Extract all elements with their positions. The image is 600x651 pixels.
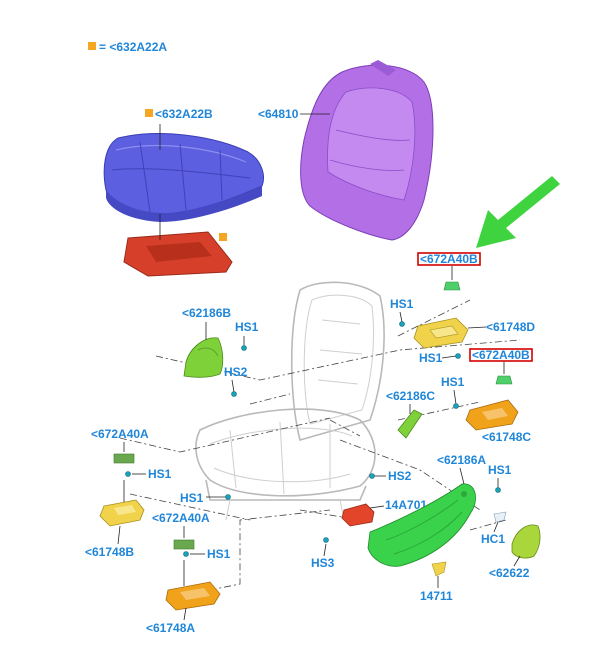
screw-hs2-a[interactable]	[231, 391, 237, 397]
tab-left-lower-label[interactable]: <672A40A	[152, 511, 210, 525]
screw-hs1-right-b[interactable]	[453, 403, 459, 409]
screw-hs1-far-right[interactable]	[495, 487, 501, 493]
cover-b-part[interactable]	[183, 337, 224, 378]
back-trim-label-group: <64810	[258, 107, 330, 121]
bracket-a-label[interactable]: <61748A	[146, 621, 195, 635]
highlight-mid-label[interactable]: <672A40B	[472, 348, 530, 362]
hs1-top-right-label[interactable]: HS1	[390, 297, 414, 311]
hs1-center-label[interactable]: HS1	[180, 491, 204, 505]
bracket-b-label[interactable]: <61748B	[85, 545, 134, 559]
hs1-left-lower-label[interactable]: HS1	[207, 547, 231, 561]
pan-marker	[219, 233, 227, 241]
hs1-far-right-label[interactable]: HS1	[488, 463, 512, 477]
clip-14711-part[interactable]	[431, 561, 447, 577]
cushion-pad-marker	[145, 109, 153, 117]
screw-hs1-center[interactable]	[225, 494, 231, 500]
hs1-a-label[interactable]: HS1	[235, 320, 259, 334]
bracket-d-label[interactable]: <61748D	[486, 320, 535, 334]
screw-hs1-left-upper[interactable]	[125, 471, 131, 477]
legend: = <632A22A	[88, 40, 167, 54]
cover-c-label[interactable]: <62186C	[386, 389, 435, 403]
module-label[interactable]: 14A701	[385, 498, 427, 512]
hs2-a-label[interactable]: HS2	[224, 365, 248, 379]
knob-label[interactable]: <62622	[489, 566, 530, 580]
cushion-pad-label-group: <632A22B	[145, 107, 213, 150]
hc1-clip-part[interactable]	[493, 511, 507, 523]
highlight-top-group: <672A40B	[417, 252, 481, 291]
cushion-pad-label[interactable]: <632A22B	[155, 107, 213, 121]
screw-hs3[interactable]	[323, 537, 329, 543]
screw-hs2-center[interactable]	[369, 473, 375, 479]
screw-hs1-mid-right[interactable]	[455, 353, 461, 359]
module-part[interactable]	[341, 503, 375, 527]
tab-left-upper-label[interactable]: <672A40A	[91, 427, 149, 441]
hs1-right-b-label[interactable]: HS1	[441, 375, 465, 389]
assembly-dash-lines	[119, 299, 521, 597]
tab-left-lower-part[interactable]	[173, 539, 195, 550]
hc1-label[interactable]: HC1	[481, 532, 505, 546]
clip-mid-part[interactable]	[495, 375, 513, 385]
highlight-top-label[interactable]: <672A40B	[420, 252, 478, 266]
bracket-a-part[interactable]	[165, 581, 221, 611]
seat-back-trim-part[interactable]	[300, 60, 434, 241]
highlight-mid-group: <672A40B	[469, 348, 533, 385]
screw-hs1-top-right[interactable]	[399, 321, 405, 327]
cushion-pad-part[interactable]	[103, 133, 264, 222]
hs3-label[interactable]: HS3	[311, 556, 335, 570]
shield-a-part[interactable]	[367, 483, 476, 567]
screw-hs1-left-lower[interactable]	[183, 551, 189, 557]
bracket-c-part[interactable]	[465, 399, 519, 431]
cover-c-part[interactable]	[397, 409, 423, 439]
knob-part[interactable]	[511, 524, 541, 559]
legend-text[interactable]: = <632A22A	[99, 40, 167, 54]
cover-b-label[interactable]: <62186B	[182, 306, 231, 320]
pointer-arrow	[476, 176, 560, 248]
back-trim-label[interactable]: <64810	[258, 107, 299, 121]
bracket-d-part[interactable]	[413, 317, 469, 349]
hs1-mid-right-label[interactable]: HS1	[419, 351, 443, 365]
hs2-center-label[interactable]: HS2	[388, 469, 412, 483]
cushion-pan-part[interactable]	[123, 214, 233, 277]
bracket-b-part[interactable]	[99, 499, 145, 527]
screw-hs1-a[interactable]	[241, 345, 247, 351]
legend-marker	[88, 42, 96, 50]
shield-a-label[interactable]: <62186A	[437, 453, 486, 467]
hs1-left-upper-label[interactable]: HS1	[148, 467, 172, 481]
clip-14711-label[interactable]: 14711	[420, 589, 453, 603]
clip-top-part[interactable]	[443, 281, 461, 291]
seat-frame	[195, 281, 385, 521]
bracket-c-label[interactable]: <61748C	[482, 430, 531, 444]
tab-left-upper-part[interactable]	[113, 453, 135, 464]
